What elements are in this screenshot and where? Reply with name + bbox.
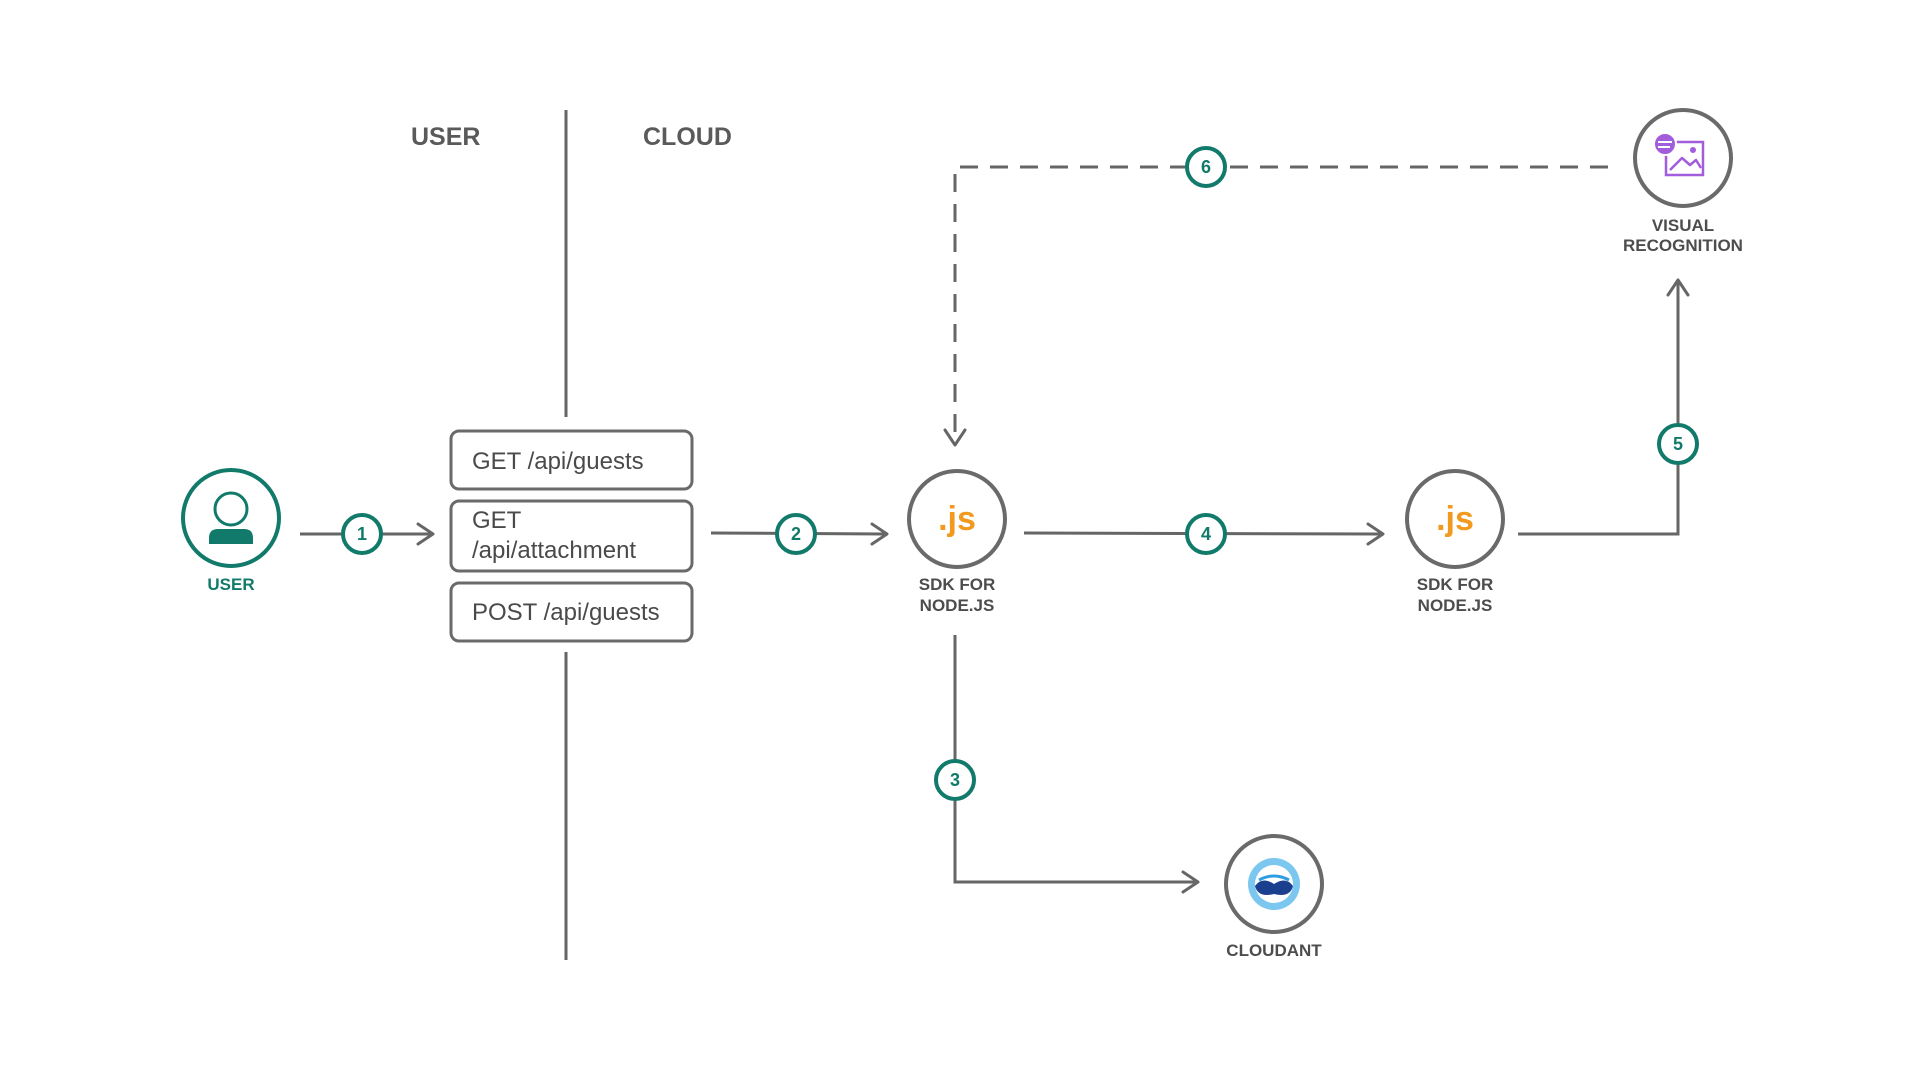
svg-text:4: 4 <box>1201 524 1211 544</box>
sdk-node-1-label-line2: NODE.JS <box>920 596 995 615</box>
endpoint-get-attachment-line2: /api/attachment <box>472 537 636 564</box>
cloudant-icon <box>1248 858 1300 910</box>
visual-recognition-node: VISUAL RECOGNITION <box>1623 108 1743 255</box>
endpoint-list: GET /api/guests GET /api/attachment POST… <box>449 429 694 643</box>
visual-recognition-label-line2: RECOGNITION <box>1623 236 1743 255</box>
arrow-head-5 <box>1666 278 1690 297</box>
svg-text:2: 2 <box>791 524 801 544</box>
arrow-head-4 <box>1366 522 1385 546</box>
connector-3 <box>953 635 1195 884</box>
endpoint-post-guests: POST /api/guests <box>449 581 694 643</box>
sdk-node-2-circle <box>1405 469 1505 569</box>
step-badge-6: 6 <box>1185 146 1227 188</box>
arrow-head-2 <box>870 522 889 546</box>
cloudant-label: CLOUDANT <box>1226 941 1322 960</box>
sdk-node-2-label-line1: SDK FOR <box>1417 575 1494 594</box>
endpoint-get-guests-text: GET /api/guests <box>472 448 644 475</box>
svg-text:5: 5 <box>1673 434 1683 454</box>
svg-text:3: 3 <box>950 770 960 790</box>
sdk-node-2-label-line2: NODE.JS <box>1418 596 1493 615</box>
visual-recognition-icon <box>1653 132 1705 177</box>
user-node: USER <box>181 468 281 594</box>
sdk-node-2: .js SDK FOR NODE.JS <box>1405 469 1505 615</box>
sdk-node-1: .js SDK FOR NODE.JS <box>907 469 1007 615</box>
sdk-node-1-circle <box>907 469 1007 569</box>
arrow-head-1 <box>416 522 435 546</box>
endpoint-get-attachment-line1: GET <box>472 507 522 534</box>
connector-6 <box>953 165 1608 440</box>
user-label: USER <box>207 575 254 594</box>
svg-text:6: 6 <box>1201 157 1211 177</box>
nodejs-icon: .js <box>1436 500 1474 538</box>
svg-text:1: 1 <box>357 524 367 544</box>
endpoint-get-attachment: GET /api/attachment <box>449 499 694 573</box>
step-badge-2: 2 <box>775 513 817 555</box>
cloudant-node: CLOUDANT <box>1224 834 1324 960</box>
endpoint-post-guests-text: POST /api/guests <box>472 599 660 626</box>
step-badges: 1 2 3 4 5 6 <box>341 146 1699 801</box>
step-badge-3: 3 <box>934 759 976 801</box>
step-badge-5: 5 <box>1657 423 1699 465</box>
visual-recognition-label-line1: VISUAL <box>1652 216 1714 235</box>
step-badge-4: 4 <box>1185 513 1227 555</box>
step-badge-1: 1 <box>341 513 383 555</box>
connector-5 <box>1518 283 1680 536</box>
arrow-head-6 <box>943 428 967 447</box>
sdk-node-1-label-line1: SDK FOR <box>919 575 996 594</box>
cloud-zone-header: CLOUD <box>643 123 732 151</box>
endpoint-get-guests: GET /api/guests <box>449 429 694 491</box>
user-zone-header: USER <box>411 123 480 151</box>
nodejs-icon: .js <box>938 500 976 538</box>
arrow-head-3 <box>1181 870 1200 894</box>
user-icon <box>209 491 253 544</box>
